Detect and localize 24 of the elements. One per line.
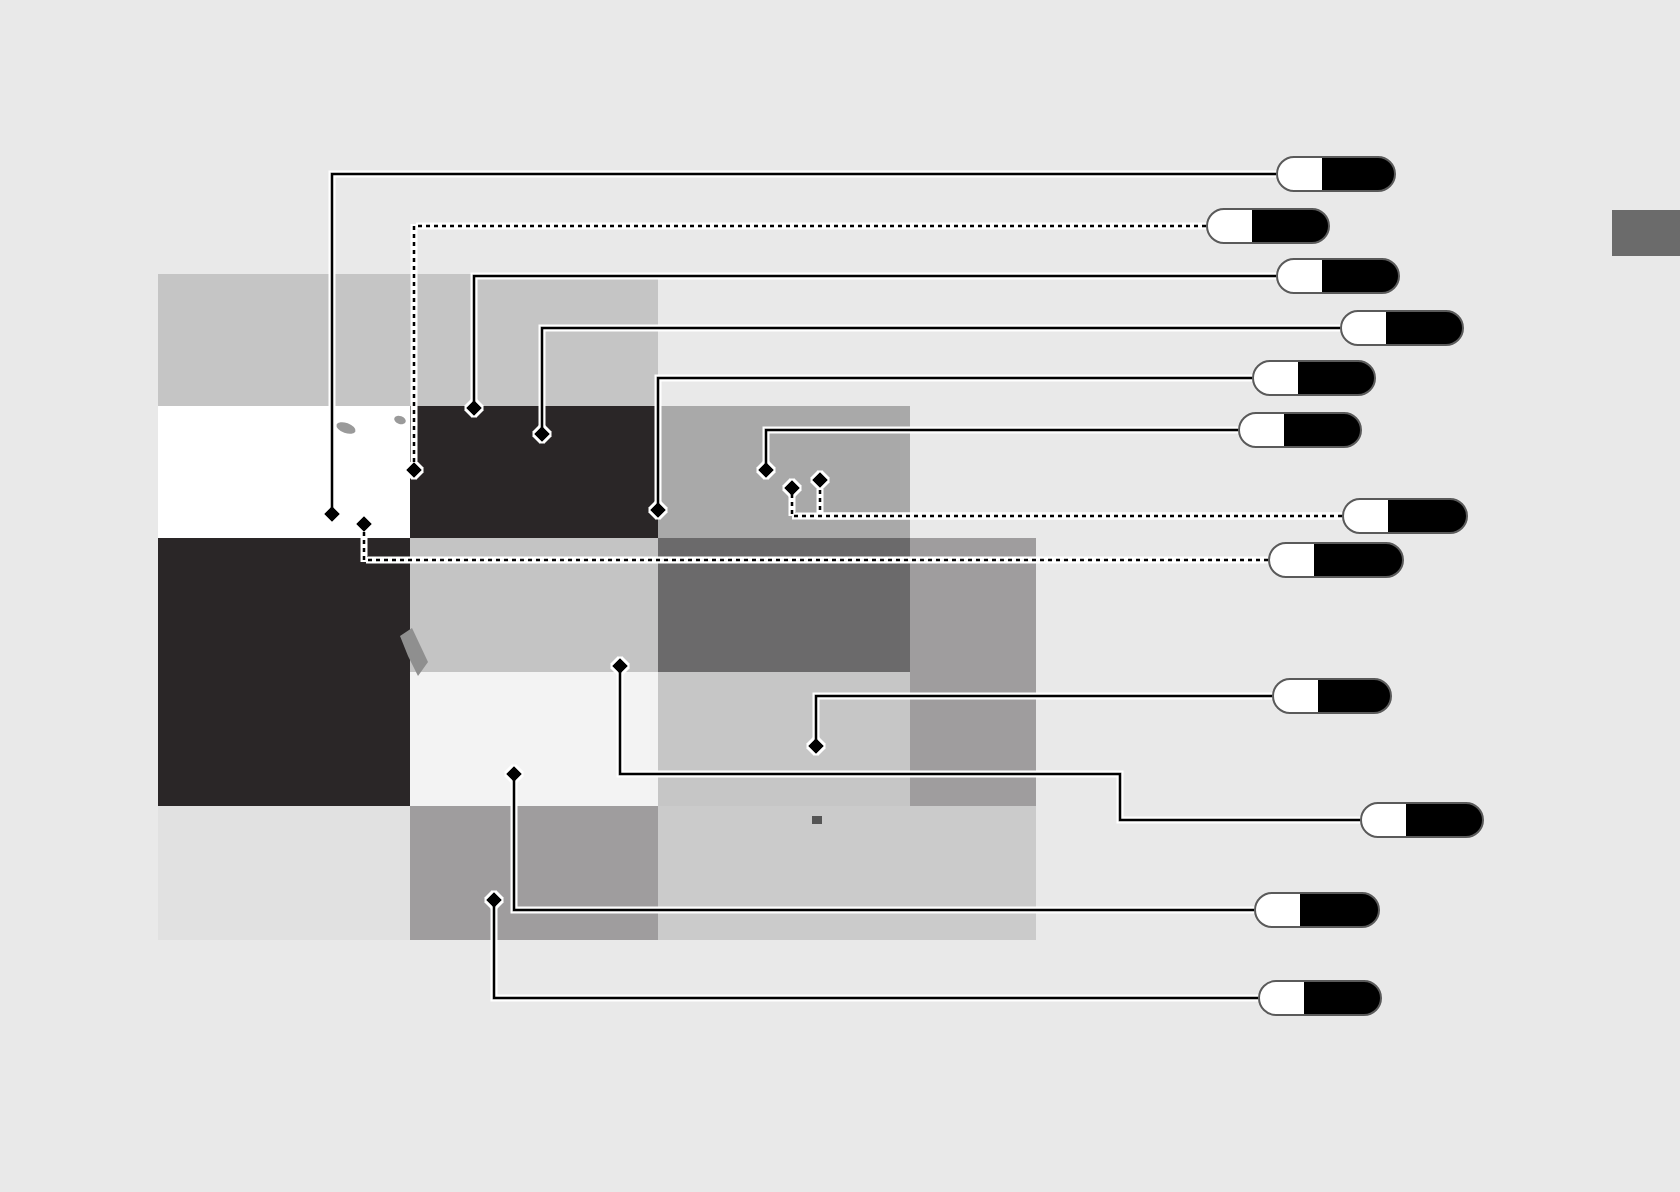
- callout-tag: [1254, 892, 1380, 928]
- leader-line: [808, 694, 1272, 754]
- callout-tag: [1342, 498, 1468, 534]
- leader-line: [356, 516, 1268, 562]
- callout-tag: [1276, 156, 1396, 192]
- callout-tag: [1206, 208, 1330, 244]
- leader-line: [406, 224, 1206, 478]
- leader-line: [506, 766, 1254, 912]
- leader-line: [466, 274, 1276, 416]
- callout-tag: [1268, 542, 1404, 578]
- leader-line: [486, 892, 1258, 1000]
- leader-line: [758, 428, 1238, 478]
- leader-line: [612, 658, 1360, 822]
- callout-tag: [1252, 360, 1376, 396]
- callout-tag: [1340, 310, 1464, 346]
- callout-tag: [1258, 980, 1382, 1016]
- callout-tag: [1276, 258, 1400, 294]
- callout-tag: [1360, 802, 1484, 838]
- leader-line: [534, 326, 1340, 442]
- callout-tag: [1238, 412, 1362, 448]
- callout-tag: [1272, 678, 1392, 714]
- leader-line: [650, 376, 1252, 518]
- leader-line: [784, 480, 1342, 518]
- leader-line: [324, 172, 1276, 522]
